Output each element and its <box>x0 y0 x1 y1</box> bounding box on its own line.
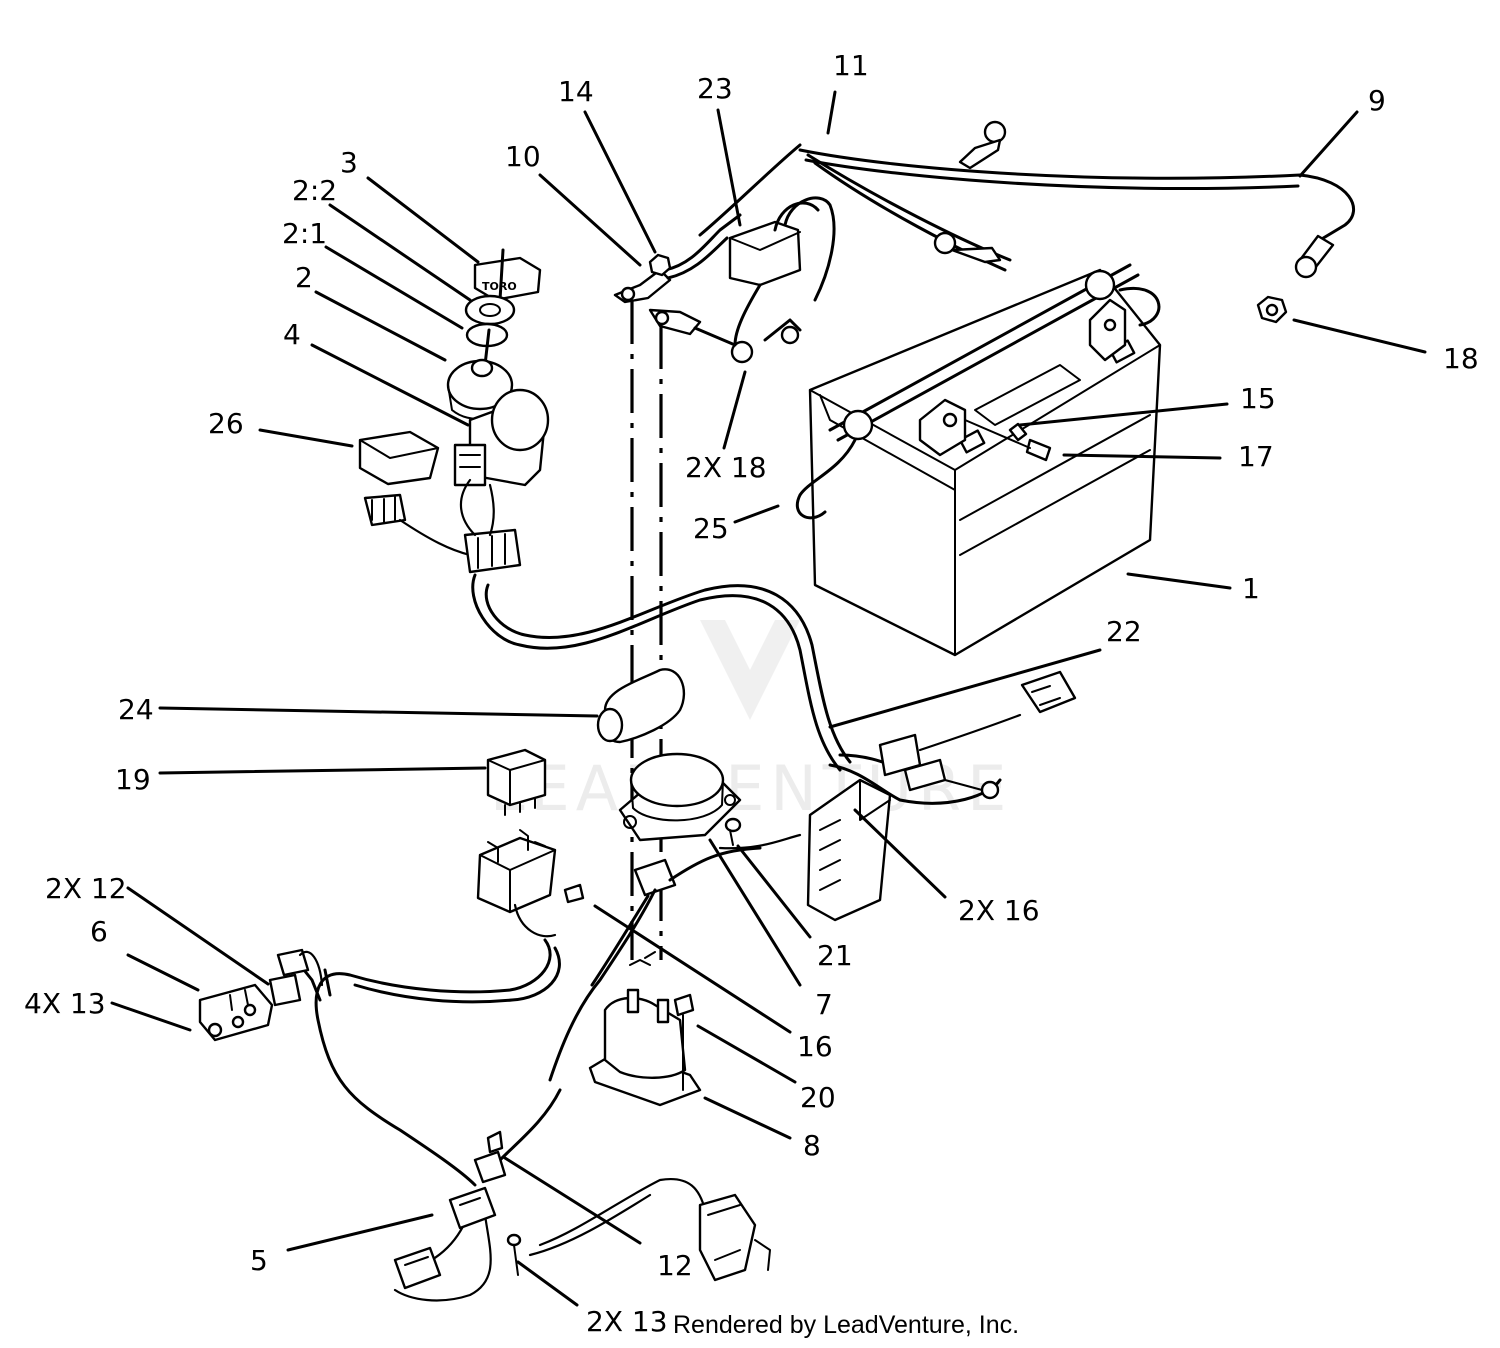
callout-17: 17 <box>1238 440 1274 473</box>
ignition-key: TORO <box>473 248 542 302</box>
callout-4: 4 <box>283 318 301 351</box>
switch-connector <box>363 478 522 574</box>
callout-2: 2 <box>295 261 313 294</box>
callout-23: 23 <box>697 72 733 105</box>
screw-small <box>563 883 585 904</box>
callout-2x-13: 2X 13 <box>586 1305 668 1338</box>
nut <box>1256 295 1288 324</box>
fuse-holder <box>728 196 836 347</box>
battery-hook <box>795 438 857 520</box>
callout-2-1: 2:1 <box>282 217 327 250</box>
callout-9: 9 <box>1368 84 1386 117</box>
screw <box>724 817 742 846</box>
lower-connectors <box>393 1130 771 1290</box>
battery-cables <box>698 120 1356 279</box>
callout-2-2: 2:2 <box>292 174 337 207</box>
fuse-block <box>718 778 892 922</box>
switch-nut <box>464 294 516 326</box>
switch-cover <box>358 430 440 486</box>
harness-connectors-right <box>878 670 1077 800</box>
callout-8: 8 <box>803 1129 821 1162</box>
callout-16: 16 <box>797 1030 833 1063</box>
battery <box>808 268 1162 657</box>
terminal-bolt <box>964 419 1052 462</box>
terminal-boot <box>596 668 686 744</box>
callout-2x-18: 2X 18 <box>685 451 767 484</box>
seat-switch <box>198 948 324 1042</box>
callout-19: 19 <box>115 763 151 796</box>
callout-6: 6 <box>90 915 108 948</box>
harness-junction-connector <box>548 846 762 1082</box>
callout-2x-12: 2X 12 <box>45 872 127 905</box>
callout-24: 24 <box>118 693 154 726</box>
switch-body <box>453 388 550 487</box>
ignition-switch <box>446 358 514 421</box>
callouts: 1 2 2:1 2:2 3 4 5 6 7 8 9 10 11 12 2X 12… <box>24 49 1479 1338</box>
callout-4x-13: 4X 13 <box>24 987 106 1020</box>
callout-1: 1 <box>1242 572 1260 605</box>
callout-22: 22 <box>1106 615 1142 648</box>
lower-harness <box>298 938 707 1302</box>
callout-12: 12 <box>657 1249 693 1282</box>
callout-21: 21 <box>817 939 853 972</box>
hold-down-rod <box>828 263 1161 442</box>
relay <box>486 748 547 816</box>
relay-socket <box>476 829 557 938</box>
battery-terminals <box>918 298 1127 457</box>
callout-14: 14 <box>558 75 594 108</box>
render-credit: Rendered by LeadVenture, Inc. <box>673 1311 1019 1339</box>
callout-25: 25 <box>693 512 729 545</box>
callout-7: 7 <box>815 988 833 1021</box>
callout-3: 3 <box>340 146 358 179</box>
callout-18: 18 <box>1443 342 1479 375</box>
callout-5: 5 <box>250 1244 268 1277</box>
switch-washer <box>465 322 509 367</box>
callout-10: 10 <box>505 140 541 173</box>
starter-solenoid <box>588 951 702 1107</box>
leader-lines <box>110 90 1427 1307</box>
callout-20: 20 <box>800 1081 836 1114</box>
callout-11: 11 <box>833 49 869 82</box>
callout-2x-16: 2X 16 <box>958 894 1040 927</box>
callout-26: 26 <box>208 407 244 440</box>
callout-15: 15 <box>1240 382 1276 415</box>
buzzer <box>618 752 742 842</box>
nut-top <box>648 253 672 277</box>
ground-cable <box>613 213 802 364</box>
watermark: LEADVENTURE <box>490 620 1006 825</box>
